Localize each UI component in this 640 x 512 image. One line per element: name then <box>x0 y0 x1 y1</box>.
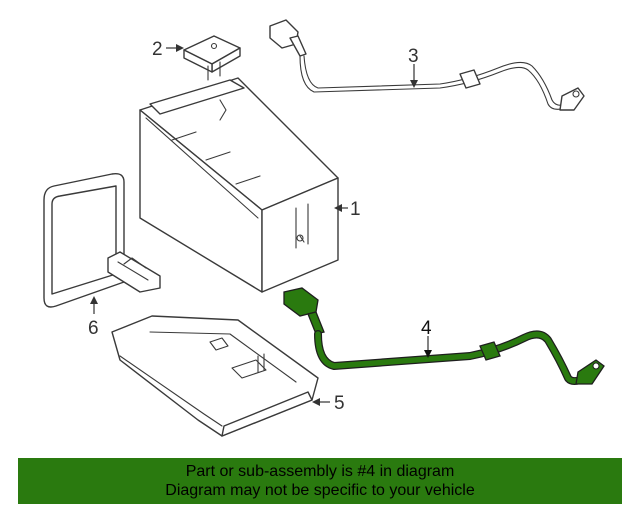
info-banner: Part or sub-assembly is #4 in diagram Di… <box>18 458 622 504</box>
callout-5: 5 <box>312 393 345 414</box>
banner-line-1: Part or sub-assembly is #4 in diagram <box>185 463 455 480</box>
banner-line-2: Diagram may not be specific to your vehi… <box>165 482 475 499</box>
part-2-cover <box>183 35 241 81</box>
callout-4-label: 4 <box>421 318 432 339</box>
part-5-tray <box>111 315 319 437</box>
callout-3-label: 3 <box>408 46 419 67</box>
part-6-frame <box>43 172 161 308</box>
callout-3: 3 <box>408 46 419 88</box>
part-3-cable <box>269 19 585 111</box>
part-4-cable <box>283 287 605 385</box>
callout-5-label: 5 <box>334 393 345 414</box>
callout-2-label: 2 <box>152 39 163 60</box>
callout-6: 6 <box>88 296 99 339</box>
callout-6-label: 6 <box>88 318 99 339</box>
callout-4: 4 <box>421 318 432 358</box>
callout-1-label: 1 <box>350 199 361 220</box>
callout-2: 2 <box>152 39 184 60</box>
part-1-battery <box>139 77 339 293</box>
callout-1: 1 <box>334 199 361 220</box>
